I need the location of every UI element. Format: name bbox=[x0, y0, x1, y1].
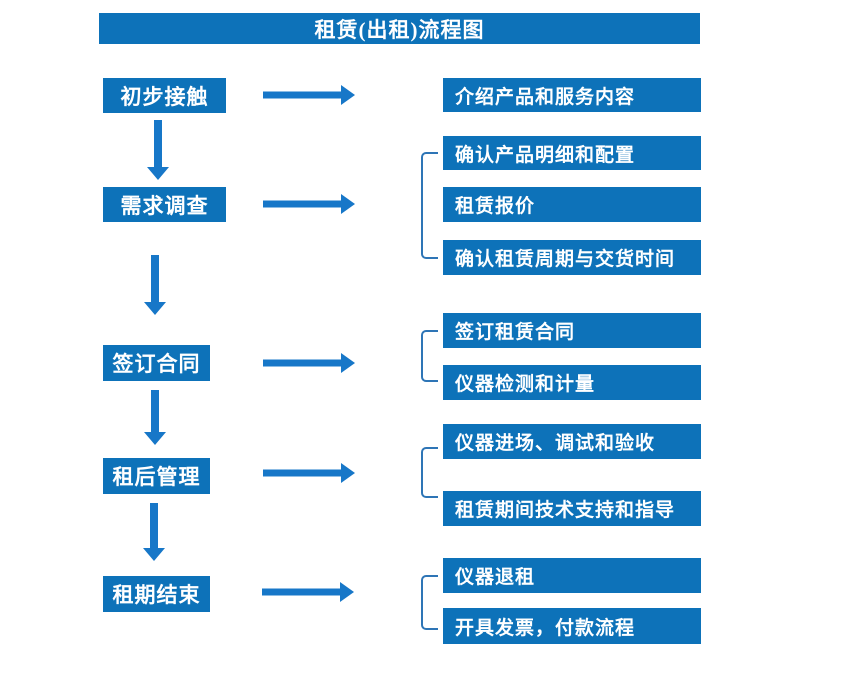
arrow-shaft bbox=[263, 469, 342, 477]
arrow-right-step4 bbox=[263, 463, 355, 483]
arrow-right-step1 bbox=[263, 85, 355, 105]
flowchart-title: 租赁(出租)流程图 bbox=[99, 13, 700, 44]
arrow-head-right-icon bbox=[341, 353, 355, 373]
arrow-head-right-icon bbox=[340, 582, 354, 602]
output-box-instrument-return: 仪器退租 bbox=[443, 558, 701, 593]
step-box-initial-contact: 初步接触 bbox=[103, 78, 226, 113]
arrow-shaft bbox=[262, 588, 341, 596]
step-box-lease-end: 租期结束 bbox=[103, 576, 210, 612]
arrow-shaft bbox=[263, 200, 342, 208]
output-box-technical-support-guidance: 租赁期间技术支持和指导 bbox=[443, 491, 701, 526]
step-box-post-rental-management: 租后管理 bbox=[103, 458, 210, 494]
bracket-step5-outputs bbox=[421, 575, 438, 630]
arrow-down-step1-step2 bbox=[147, 120, 169, 180]
arrow-shaft bbox=[151, 390, 159, 433]
bracket-step4-outputs bbox=[421, 447, 438, 498]
output-box-confirm-rental-period-delivery: 确认租赁周期与交货时间 bbox=[443, 240, 701, 275]
arrow-right-step3 bbox=[263, 353, 355, 373]
step-box-sign-contract: 签订合同 bbox=[103, 345, 210, 381]
bracket-step2-outputs bbox=[421, 152, 438, 259]
arrow-head-right-icon bbox=[341, 85, 355, 105]
arrow-head-down-icon bbox=[144, 302, 166, 315]
output-box-instrument-setup-acceptance: 仪器进场、调试和验收 bbox=[443, 424, 701, 459]
arrow-head-right-icon bbox=[341, 463, 355, 483]
output-box-confirm-product-details: 确认产品明细和配置 bbox=[443, 136, 701, 170]
output-box-rental-quote: 租赁报价 bbox=[443, 187, 701, 222]
output-box-sign-rental-contract: 签订租赁合同 bbox=[443, 313, 701, 348]
output-box-introduce-products-services: 介绍产品和服务内容 bbox=[443, 78, 701, 112]
arrow-shaft bbox=[150, 503, 158, 549]
arrow-down-step3-step4 bbox=[144, 390, 166, 445]
arrow-shaft bbox=[263, 91, 342, 99]
arrow-head-down-icon bbox=[144, 432, 166, 445]
arrow-shaft bbox=[151, 255, 159, 303]
arrow-right-step2 bbox=[263, 194, 355, 214]
output-box-instrument-testing-metering: 仪器检测和计量 bbox=[443, 365, 701, 400]
arrow-shaft bbox=[263, 359, 342, 367]
output-box-invoice-payment-process: 开具发票，付款流程 bbox=[443, 608, 701, 644]
bracket-step3-outputs bbox=[421, 330, 438, 382]
arrow-shaft bbox=[154, 120, 162, 168]
arrow-down-step4-step5 bbox=[143, 503, 165, 561]
arrow-head-down-icon bbox=[143, 548, 165, 561]
arrow-head-right-icon bbox=[341, 194, 355, 214]
arrow-right-step5 bbox=[262, 582, 354, 602]
step-box-demand-survey: 需求调查 bbox=[103, 187, 226, 222]
arrow-down-step2-step3 bbox=[144, 255, 166, 315]
arrow-head-down-icon bbox=[147, 167, 169, 180]
